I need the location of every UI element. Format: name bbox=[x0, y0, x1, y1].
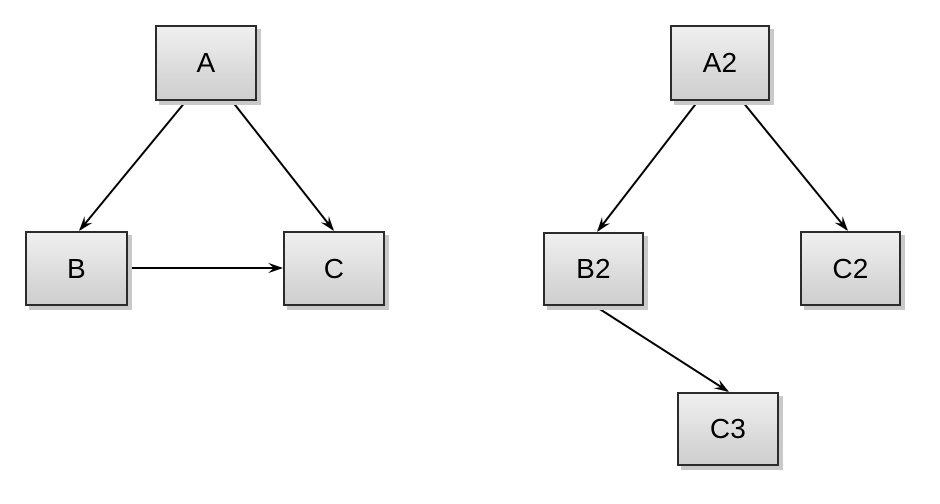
node-c2[interactable]: C2 bbox=[800, 231, 901, 306]
arrowhead-icon bbox=[713, 379, 729, 392]
edge-b2-c3 bbox=[594, 305, 729, 392]
arrowhead-icon bbox=[268, 262, 283, 274]
edge-b-c bbox=[128, 262, 283, 274]
node-c[interactable]: C bbox=[283, 231, 385, 306]
node-c-label: C bbox=[323, 252, 345, 284]
arrowhead-icon bbox=[834, 216, 848, 231]
arrowhead-icon bbox=[320, 215, 334, 231]
node-a-label: A bbox=[196, 47, 216, 78]
node-a[interactable]: A bbox=[155, 25, 257, 101]
node-b2-label: B2 bbox=[576, 253, 611, 284]
arrowhead-icon bbox=[79, 216, 93, 231]
edge-a-c bbox=[231, 100, 334, 231]
edge-a2-c2 bbox=[741, 100, 848, 231]
node-c3[interactable]: C3 bbox=[677, 392, 779, 466]
node-a2-label: A2 bbox=[702, 47, 738, 78]
node-b[interactable]: B bbox=[25, 231, 128, 306]
arrowhead-icon bbox=[597, 216, 611, 232]
edge-a-b bbox=[79, 100, 187, 231]
node-b2[interactable]: B2 bbox=[543, 232, 644, 306]
node-b-label: B bbox=[67, 252, 86, 284]
edge-a2-b2 bbox=[597, 100, 699, 232]
node-c2-label: C2 bbox=[832, 252, 869, 284]
node-c3-label: C3 bbox=[709, 413, 747, 444]
node-a2[interactable]: A2 bbox=[670, 25, 770, 101]
